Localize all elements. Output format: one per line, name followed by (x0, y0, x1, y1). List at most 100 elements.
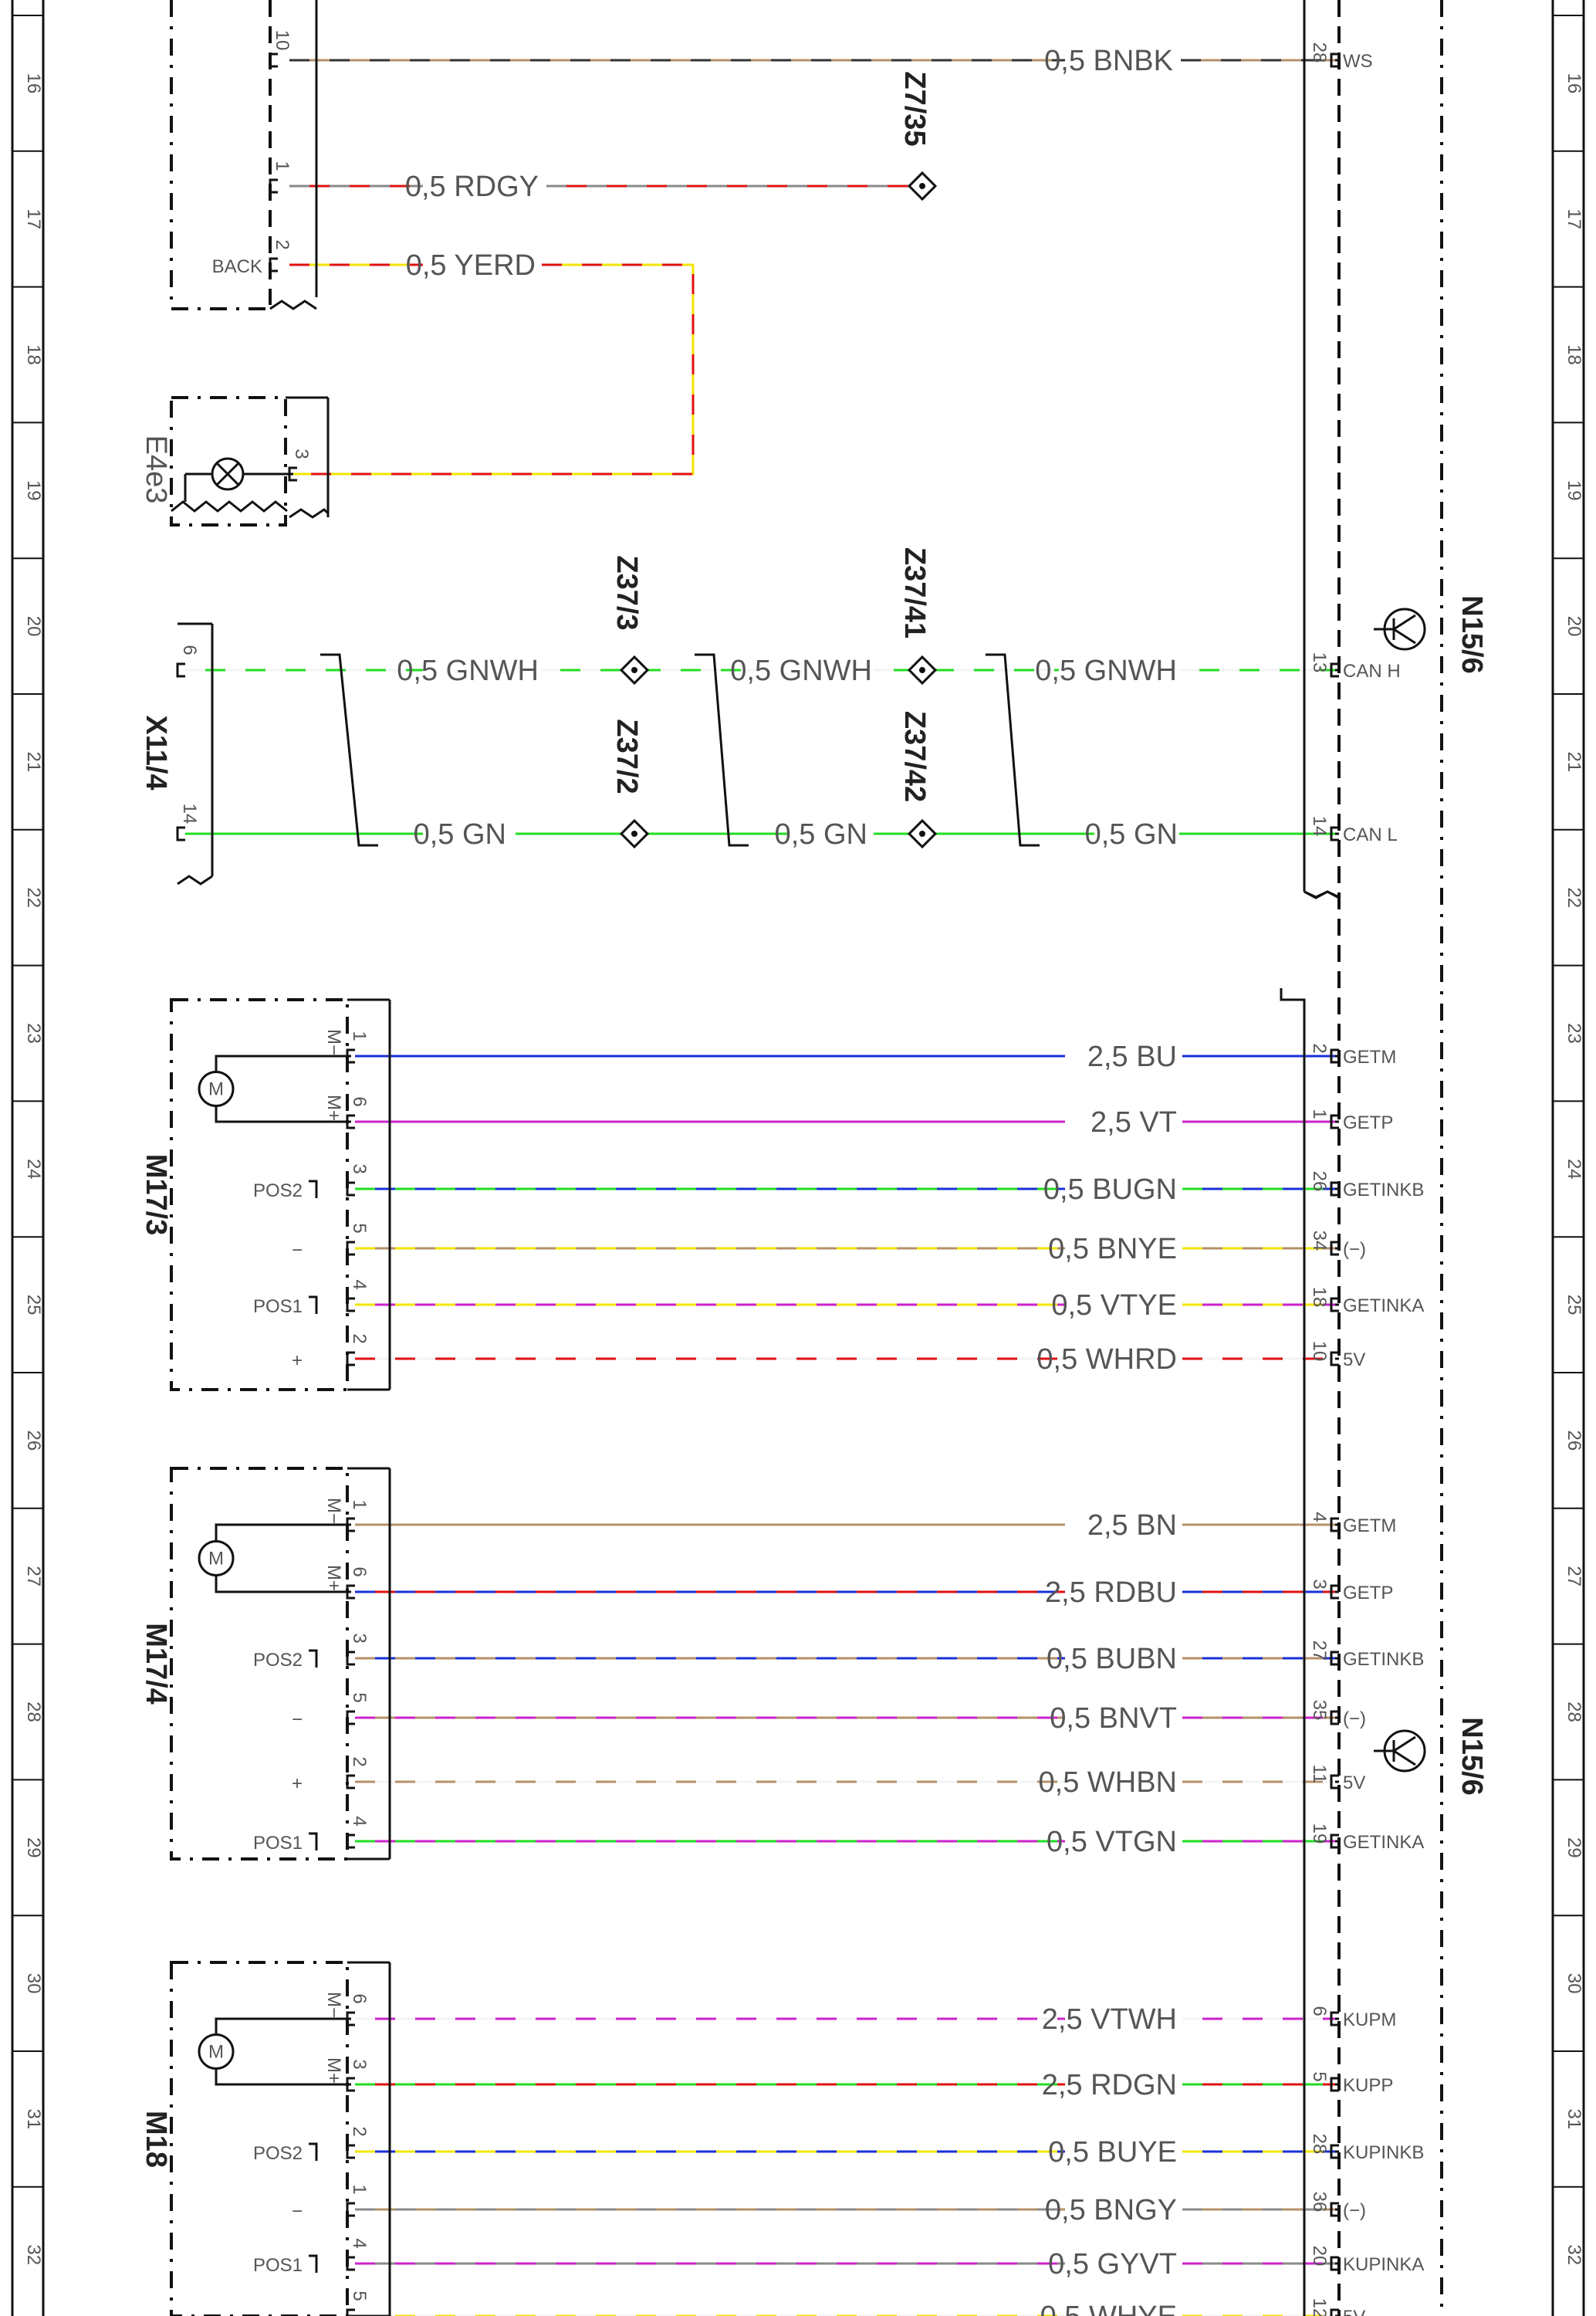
transistor-collector (1393, 1735, 1416, 1752)
pin-bracket-left (346, 1181, 355, 1197)
signal-label: GETP (1343, 1583, 1393, 1603)
row-number-left: 17 (23, 208, 44, 229)
motor-pin-role-pos1: POS1 (253, 1833, 303, 1854)
row-number-right: 27 (1564, 1566, 1584, 1586)
pin-number-right: 36 (1309, 2192, 1330, 2213)
e4e3-ground-zigzag (171, 500, 288, 513)
pin-number-right: 5 (1309, 2071, 1330, 2081)
signal-label: CAN L (1343, 824, 1398, 845)
motor-pin-role-pos2: POS2 (253, 1180, 303, 1201)
splice-label: Z37/2 (610, 719, 643, 794)
splice-dot (919, 183, 925, 189)
pin-number-left: 3 (291, 449, 312, 459)
motor-minus-label: M− (323, 1992, 344, 2018)
pin-bracket-left (269, 178, 278, 194)
component-label-e4e3: E4e3 (140, 435, 172, 504)
wire-label: 0,5 BUGN (1043, 1173, 1177, 1206)
wire-yerd-route-stripe (289, 263, 695, 476)
component-label-n15-6: N15/6 (1456, 1717, 1488, 1795)
pin-number-left: 4 (349, 1816, 370, 1826)
component-label-n15-6: N15/6 (1456, 595, 1488, 673)
signal-label: WS (1343, 51, 1373, 72)
pin-number-right: 34 (1309, 1231, 1330, 1251)
transistor-emitter (1393, 1749, 1416, 1766)
pin-number-left: 14 (179, 804, 200, 824)
wire-label: 0,5 GYVT (1048, 2248, 1177, 2280)
pin-bracket (1330, 1181, 1339, 1197)
wire-label: 0,5 RDGY (405, 171, 539, 203)
pin-number-right: 3 (1309, 1579, 1330, 1589)
twisted-pair-marker (320, 653, 378, 847)
switch-symbol (309, 1649, 318, 1668)
pin-bracket-left (346, 1651, 355, 1666)
upper-connector-break (269, 300, 317, 310)
pin-bracket (1330, 1297, 1339, 1312)
pin-number-right: 35 (1309, 1700, 1330, 1721)
pin-number-left: 5 (349, 1223, 370, 1233)
motor-pin-role-minus: − (292, 1240, 303, 1261)
pin-bracket-left (176, 826, 185, 841)
row-number-right: 16 (1564, 73, 1584, 94)
wire-label: 2,5 RDGN (1042, 2069, 1177, 2101)
signal-label: 5V (1343, 1773, 1365, 1793)
transistor-emitter (1393, 628, 1416, 645)
pin-number-left: 5 (349, 2291, 370, 2301)
pin-number-right: 14 (1309, 816, 1330, 837)
pin-number-right: 13 (1309, 652, 1330, 673)
motor-housing (170, 1467, 349, 1861)
pin-bracket-left (346, 2308, 355, 2316)
row-number-right: 29 (1564, 1837, 1584, 1858)
pin-bracket (1330, 2308, 1339, 2316)
pin-number-right: 28 (1309, 2134, 1330, 2155)
motor-symbol-label: M (208, 2042, 224, 2063)
pin-bracket (1330, 826, 1339, 841)
motor-lead-plus (215, 1106, 351, 1123)
switch-symbol (309, 1295, 318, 1314)
pin-bracket (1330, 2144, 1339, 2159)
pin-number-left: 6 (179, 645, 200, 655)
pin-number-right: 28 (1309, 42, 1330, 63)
pin-bracket-left (346, 1048, 355, 1064)
back-label: BACK (212, 256, 262, 277)
component-symbols (170, 0, 1443, 2316)
wire-label: 0,5 VTGN (1047, 1826, 1177, 1858)
row-number-right: 18 (1564, 344, 1584, 365)
row-number-left: 19 (23, 480, 44, 501)
pin-bracket-left (346, 2256, 355, 2271)
pin-bracket-left (346, 1834, 355, 1849)
motor-minus-label: M− (323, 1498, 344, 1524)
row-number-right: 25 (1564, 1295, 1584, 1315)
motor-lead-minus (215, 2017, 351, 2035)
row-number-left: 23 (23, 1023, 44, 1044)
row-number-left: 20 (23, 616, 44, 637)
switch-symbol (309, 2142, 318, 2161)
signal-label: (−) (1343, 1708, 1366, 1729)
row-number-left: 27 (23, 1566, 44, 1586)
signal-label: 5V (1343, 1349, 1365, 1370)
row-number-left: 18 (23, 344, 44, 365)
wire-label: 2,5 BN (1087, 1509, 1177, 1542)
pin-bracket (1330, 1774, 1339, 1789)
wire-label: 0,5 BNGY (1045, 2194, 1177, 2226)
pin-bracket-left (346, 2011, 355, 2026)
row-number-right: 31 (1564, 2109, 1584, 2130)
pin-bracket-left (269, 257, 278, 273)
signal-label: GETINKB (1343, 1649, 1424, 1670)
signal-label: GETINKB (1343, 1180, 1424, 1200)
pin-bracket-left (346, 1710, 355, 1725)
pin-number-left: 4 (349, 2238, 370, 2248)
pin-bracket-left (346, 1774, 355, 1789)
row-number-left: 31 (23, 2109, 44, 2130)
splice-label: Z37/3 (610, 555, 643, 630)
wire-label: 2,5 RDBU (1045, 1576, 1177, 1609)
pin-number-right: 26 (1309, 1171, 1330, 1192)
wire-label: 0,5 BNBK (1044, 45, 1173, 77)
motor-housing (170, 998, 349, 1391)
motor-pin-role-plus: + (292, 1350, 303, 1371)
pin-bracket (1330, 1651, 1339, 1666)
switch-symbol (309, 2254, 318, 2273)
pin-number-left: 2 (349, 1333, 370, 1343)
wire-label: 0,5 VTYE (1051, 1289, 1177, 1322)
pin-bracket (1330, 1834, 1339, 1849)
